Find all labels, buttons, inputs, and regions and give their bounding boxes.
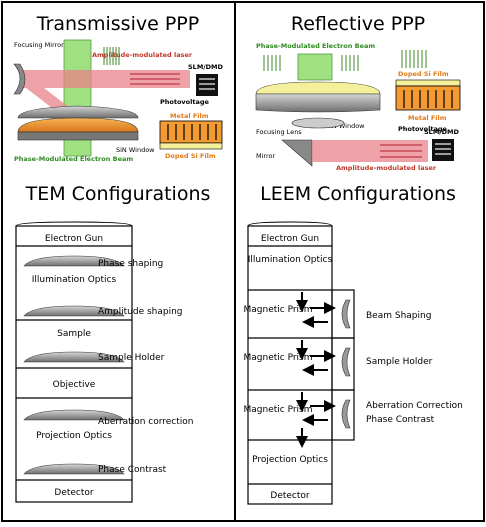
leem-mirror-holders xyxy=(331,289,355,441)
leem-mirror-icons xyxy=(341,299,351,429)
left-laser-label: Amplitude-modulated laser xyxy=(92,51,193,59)
right-mirror xyxy=(281,139,313,167)
left-doped-film-label: Doped Si Film xyxy=(165,152,216,160)
left-metal-film-label: Metal Film xyxy=(170,112,209,120)
tem-sample: Sample xyxy=(57,329,91,339)
focusing-mirror-label: Focusing Mirror xyxy=(14,41,64,49)
leem-electron-gun: Electron Gun xyxy=(261,234,319,244)
leem-annotation-phase-contrast: Phase Contrast xyxy=(366,415,435,425)
tem-electron-gun: Electron Gun xyxy=(45,234,103,244)
right-inset-field-icon xyxy=(403,90,453,108)
tem-annotation-phase-contrast: Phase Contrast xyxy=(98,465,167,475)
right-focusing-lens-label: Focusing Lens xyxy=(256,128,302,136)
right-sin-window-label: SiN Window xyxy=(326,122,365,130)
right-slm-device xyxy=(432,139,454,161)
right-film-structure xyxy=(255,81,381,95)
left-laser-arrows xyxy=(130,73,180,85)
tem-annotation-sample-holder: Sample Holder xyxy=(98,353,165,363)
right-laser-label: Amplitude-modulated laser xyxy=(336,164,437,172)
left-metal-film xyxy=(17,117,139,133)
right-inset-wave-icon xyxy=(401,50,427,68)
right-title: Reflective PPP xyxy=(291,13,425,35)
focusing-mirror xyxy=(13,63,26,95)
left-slm-device xyxy=(196,74,218,96)
left-beam-label: Phase-Modulated Electron Beam xyxy=(14,155,133,163)
leem-annotation-sample-holder: Sample Holder xyxy=(366,357,433,367)
leem-annotation-beam-shaping: Beam Shaping xyxy=(366,311,431,321)
left-photovoltage-label: Photovoltage xyxy=(160,98,210,106)
tem-lens-5 xyxy=(23,463,125,475)
right-metal-structure xyxy=(255,93,381,113)
left-inset-field-icon xyxy=(167,124,217,140)
left-sin-window xyxy=(17,131,139,141)
right-photovoltage-label: Photovoltage xyxy=(398,125,448,133)
leem-illumination-optics: Illumination Optics xyxy=(248,255,333,265)
right-inset-film xyxy=(395,79,461,87)
leem-magnetic-prism-1: Magnetic Prism xyxy=(244,305,313,315)
tem-lens-2 xyxy=(23,305,125,317)
right-slm-label: SLM/DMD xyxy=(424,128,460,136)
left-config-title: TEM Configurations xyxy=(25,183,211,205)
tem-lens-4 xyxy=(23,409,125,421)
leem-projection-optics: Projection Optics xyxy=(252,455,328,465)
right-metal-film-label: Metal Film xyxy=(408,114,447,122)
right-beam-wave-icon xyxy=(263,55,359,71)
right-beam-label: Phase-Modulated Electron Beam xyxy=(256,42,375,50)
tem-objective: Objective xyxy=(53,380,96,390)
left-title: Transmissive PPP xyxy=(36,13,199,35)
left-inset-metal xyxy=(159,120,223,144)
right-panel-frame xyxy=(234,1,485,522)
tem-lens-3 xyxy=(23,351,125,363)
tem-lens-1 xyxy=(23,255,125,267)
left-slm-label: SLM/DMD xyxy=(188,63,224,71)
leem-detector: Detector xyxy=(270,491,310,501)
leem-annotation-aberration: Aberration Correction xyxy=(366,401,463,411)
left-sin-window-label: SiN Window xyxy=(116,146,155,154)
right-laser-arrows xyxy=(380,144,422,158)
tem-detector: Detector xyxy=(54,488,94,498)
left-lens xyxy=(17,105,139,119)
tem-column xyxy=(15,221,133,503)
tem-annotation-amplitude-shaping: Amplitude shaping xyxy=(98,307,183,317)
leem-beam-arrows xyxy=(296,292,336,448)
tem-projection-optics: Projection Optics xyxy=(36,431,112,441)
right-focusing-lens xyxy=(291,117,345,129)
left-beam-wave-icon xyxy=(103,47,120,65)
right-mirror-label: Mirror xyxy=(256,152,275,160)
tem-illumination-optics: Illumination Optics xyxy=(32,275,117,285)
right-doped-film-label: Doped Si Film xyxy=(398,70,449,78)
right-config-title: LEEM Configurations xyxy=(260,183,456,205)
right-electron-beam xyxy=(297,53,333,81)
tem-annotation-phase-shaping: Phase shaping xyxy=(98,259,163,269)
tem-annotation-aberration: Aberration correction xyxy=(98,417,194,427)
left-inset-film xyxy=(159,142,223,150)
leem-magnetic-prism-3: Magnetic Prism xyxy=(244,405,313,415)
leem-magnetic-prism-2: Magnetic Prism xyxy=(244,353,313,363)
